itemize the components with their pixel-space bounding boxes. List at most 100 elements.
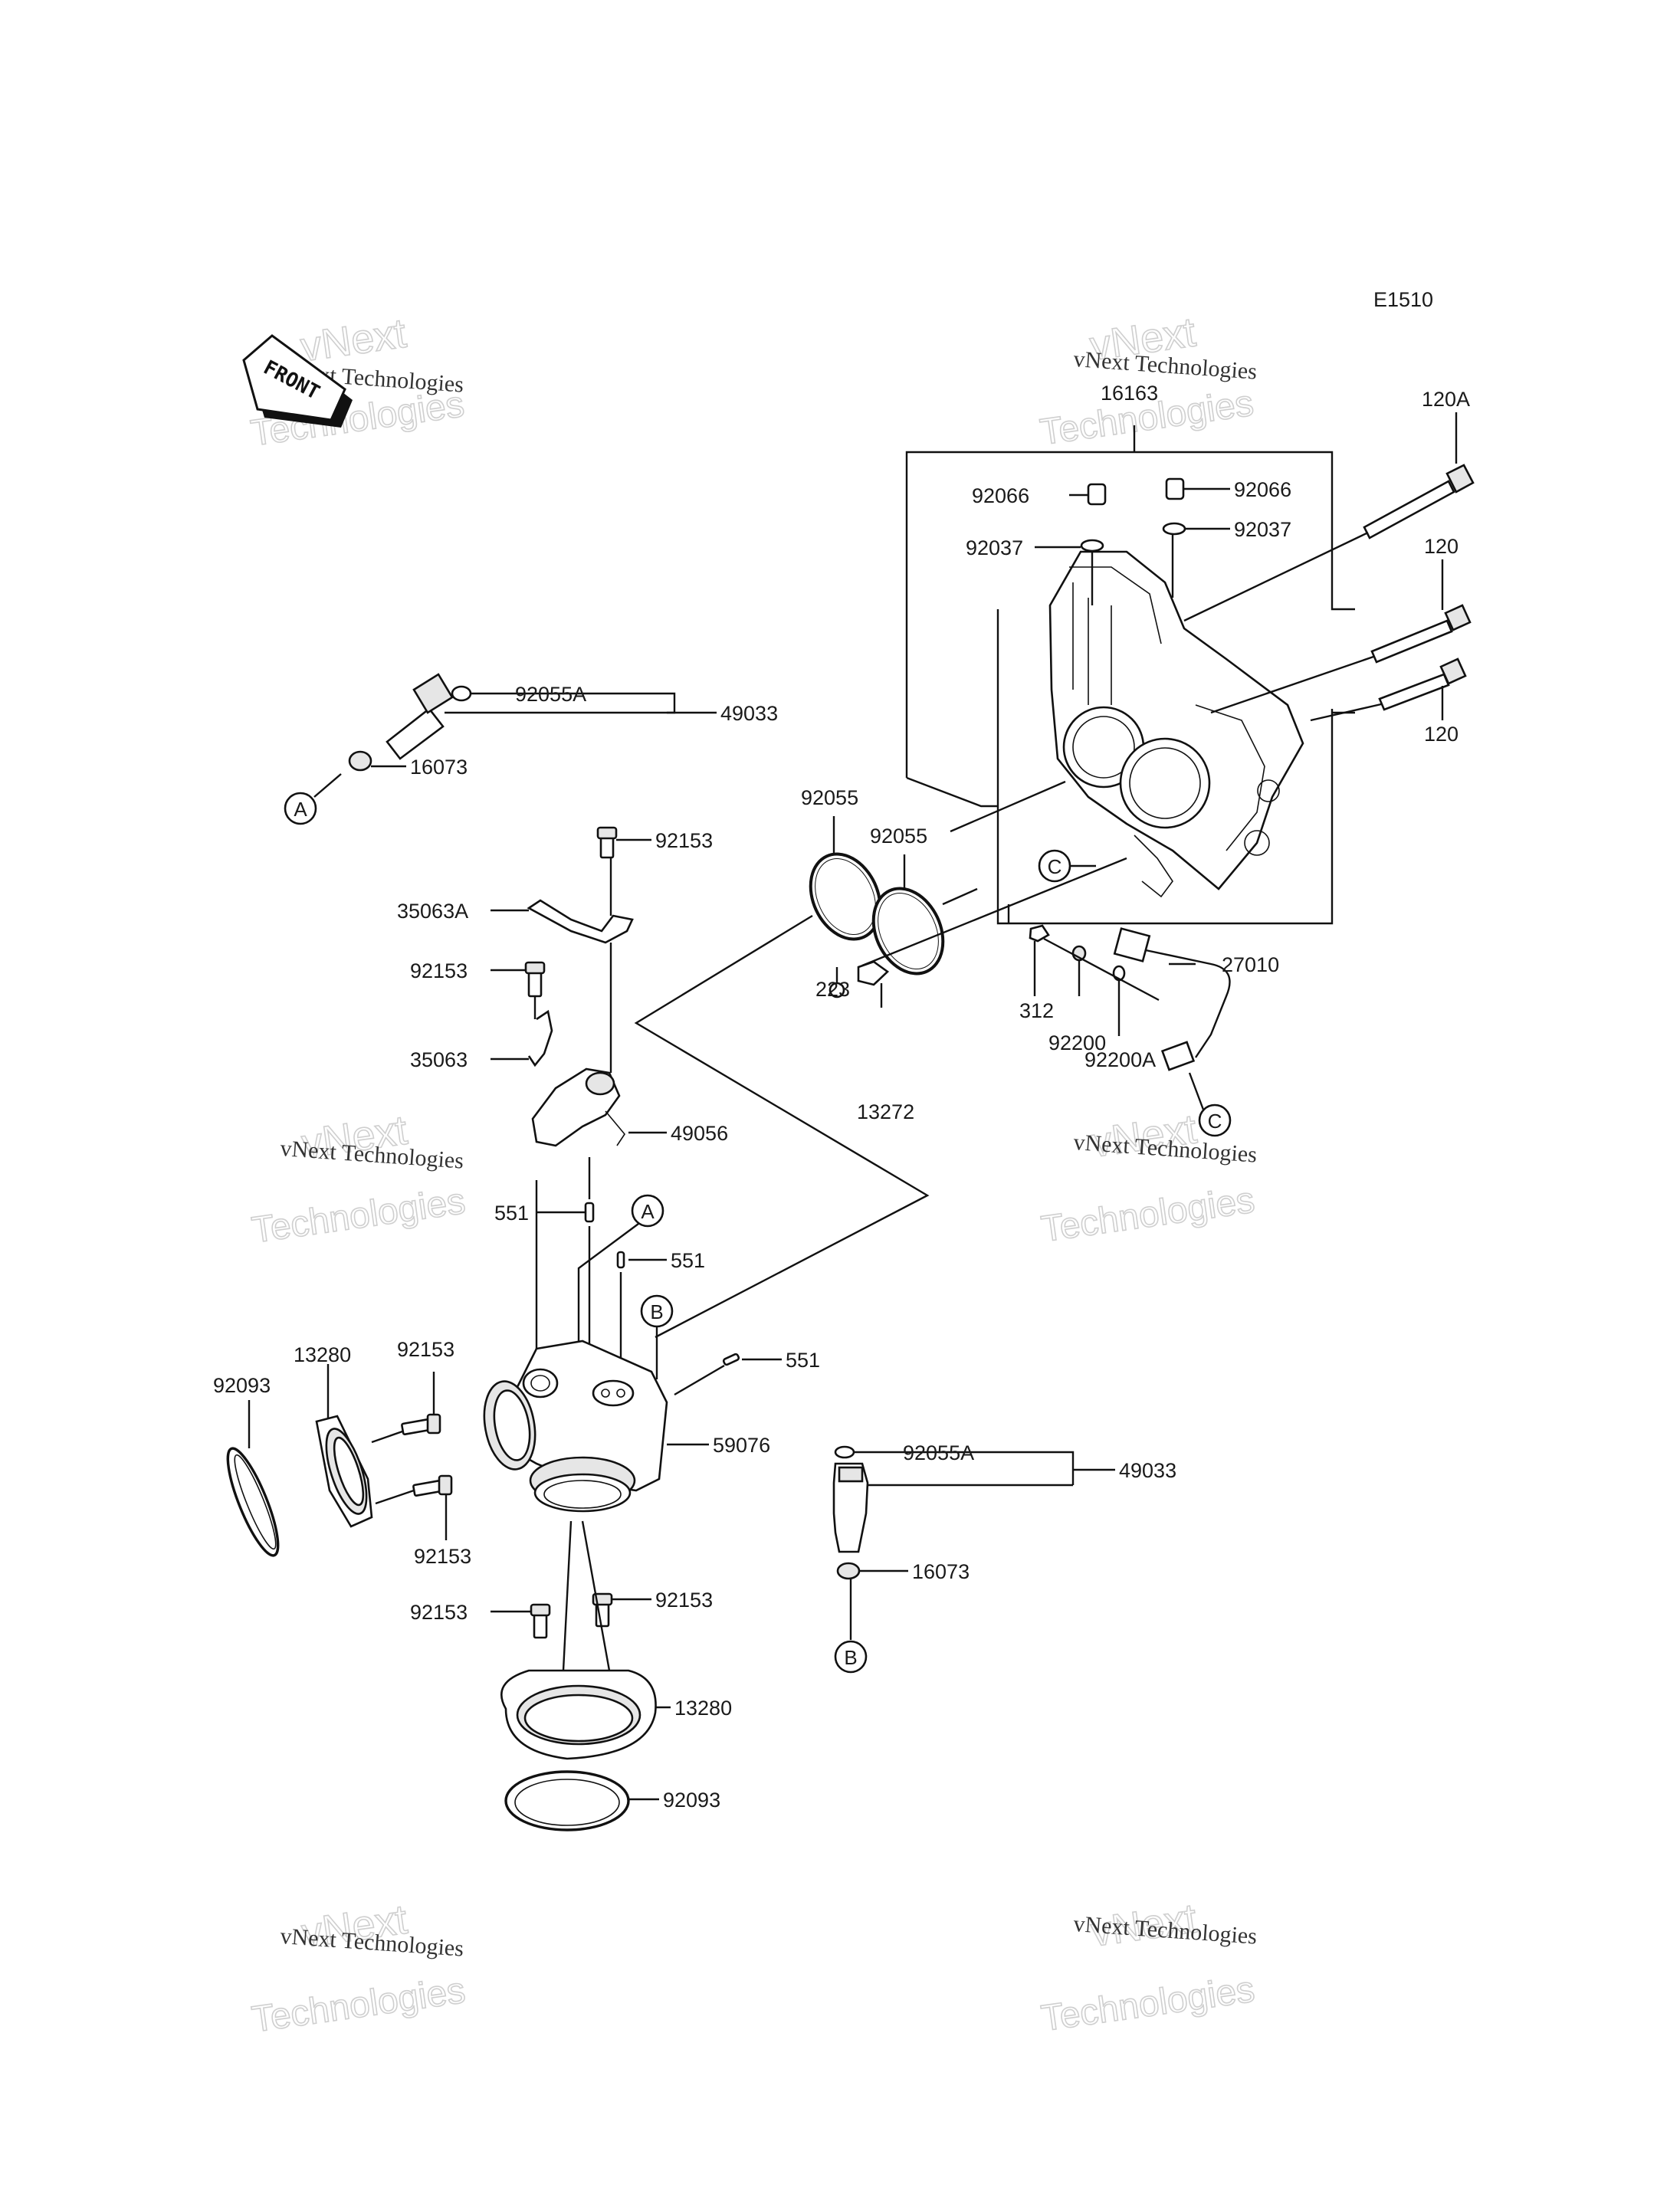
ref-b-upper: B [640, 1294, 674, 1379]
label-59076: 59076 [713, 1434, 770, 1457]
label-92066-left: 92066 [972, 484, 1029, 507]
label-92200: 92200 [1048, 1031, 1106, 1054]
label-27010: 27010 [1222, 953, 1279, 976]
part-labels: 16163 120A 120 120 92066 92066 92037 920… [213, 382, 1470, 1812]
label-92200A: 92200A [1084, 1048, 1156, 1071]
bolt-92153-e [491, 1603, 551, 1639]
label-92037-left: 92037 [966, 536, 1023, 559]
svg-text:Technologies: Technologies [1039, 1969, 1257, 2039]
svg-text:C: C [1048, 855, 1062, 878]
injector-49033-bottom [832, 1445, 1115, 1553]
cap-92066-left [1069, 483, 1107, 506]
bolt-120-lower [1310, 657, 1467, 722]
label-120-lower: 120 [1424, 723, 1459, 746]
label-92066-right: 92066 [1234, 478, 1291, 501]
label-49033-bottom: 49033 [1119, 1459, 1176, 1482]
assembly-box [905, 425, 1355, 925]
label-16073-top: 16073 [410, 756, 468, 779]
nut-312 [1029, 924, 1050, 996]
label-49033-top: 49033 [720, 702, 778, 725]
label-92055-left: 92055 [801, 786, 858, 809]
label-92153-e: 92153 [410, 1601, 468, 1624]
screw-223 [829, 967, 845, 998]
label-120A: 120A [1422, 388, 1470, 411]
label-13280-left: 13280 [294, 1343, 351, 1366]
ref-b-lower: B [834, 1640, 868, 1674]
holder-16073-bottom [836, 1562, 908, 1640]
sensor-49056 [531, 943, 667, 1147]
svg-text:Technologies: Technologies [249, 1181, 468, 1251]
watermark-bottom-right: vNext Technologies [1039, 1894, 1258, 2039]
label-92153-d: 92153 [414, 1545, 471, 1568]
leader-oring-axis [950, 780, 1066, 833]
intake-59076 [483, 1340, 709, 1513]
bracket-13272 [857, 960, 890, 1008]
label-312: 312 [1019, 999, 1054, 1022]
o-ring-92055-left [809, 816, 882, 941]
svg-text:A: A [641, 1200, 655, 1223]
holder-16073-top [313, 750, 406, 798]
bolt-92153-c [401, 1372, 441, 1436]
washer-92200 [1071, 945, 1087, 996]
bolt-92153-a [596, 826, 651, 859]
clamp-92093-left [226, 1400, 280, 1557]
label-551-a: 551 [494, 1202, 529, 1225]
watermark-bottom-left: vNext Technologies [249, 1896, 468, 2041]
svg-text:Technologies: Technologies [249, 1970, 468, 2040]
ref-a-lower: A [577, 1194, 664, 1349]
ref-a-upper: A [284, 792, 317, 825]
bolt-92153-b [491, 961, 546, 1019]
bracket-35063A [491, 858, 634, 944]
svg-text:B: B [650, 1300, 663, 1323]
label-92153-f: 92153 [655, 1589, 713, 1612]
label-92055A-top: 92055A [515, 683, 586, 706]
pin-551-b [616, 1251, 667, 1372]
label-92055A-bottom: 92055A [903, 1441, 974, 1464]
svg-text:Technologies: Technologies [1039, 1180, 1257, 1250]
bolt-92153-d [412, 1474, 453, 1540]
label-92153-b: 92153 [410, 959, 468, 982]
label-92093-bottom: 92093 [663, 1789, 720, 1812]
label-223: 223 [815, 978, 850, 1001]
label-13280-bottom: 13280 [674, 1697, 732, 1720]
ref-c-upper: C [1038, 849, 1096, 883]
bolt-120A [1183, 464, 1475, 622]
bolt-92153-f [592, 1592, 651, 1628]
label-49056: 49056 [671, 1122, 728, 1145]
sensor-27010 [1113, 927, 1231, 1071]
label-92055-right: 92055 [870, 825, 927, 848]
clamp-92093-bottom [504, 1770, 659, 1831]
watermark-text-top-right: vNext Technologies [1073, 346, 1258, 385]
label-16073-bottom: 16073 [912, 1560, 970, 1583]
bracket-35063 [491, 1009, 553, 1067]
holder-13280-bottom [500, 1669, 671, 1760]
ref-c-lower: C [1188, 1072, 1232, 1137]
label-16163: 16163 [1101, 382, 1158, 405]
diagram-code: E1510 [1373, 288, 1433, 311]
label-551-c: 551 [786, 1349, 820, 1372]
label-551-b: 551 [671, 1249, 705, 1272]
injector-49033-top [386, 673, 676, 760]
throttle-body-assembly [1048, 550, 1304, 898]
watermark-text-mid-left: vNext Technologies [280, 1136, 465, 1174]
leader-intake-axis [634, 914, 930, 1339]
label-92153-c: 92153 [397, 1338, 454, 1361]
label-92153-a: 92153 [655, 829, 713, 852]
label-13272: 13272 [857, 1100, 914, 1123]
pin-551-a [536, 1157, 595, 1349]
label-120-upper: 120 [1424, 535, 1459, 558]
svg-text:A: A [294, 798, 307, 821]
o-ring-92055-right [871, 854, 945, 976]
front-arrow-icon: FRONT [242, 334, 353, 428]
clip-92037-left [1035, 539, 1104, 605]
svg-text:B: B [844, 1646, 857, 1669]
label-92093-left: 92093 [213, 1374, 271, 1397]
cap-92066-right [1165, 477, 1230, 500]
clip-92037-right [1162, 522, 1230, 598]
label-92037-right: 92037 [1234, 518, 1291, 541]
watermark-mid-left: vNext Technologies [249, 1107, 468, 1251]
label-35063A: 35063A [397, 900, 468, 923]
holder-13280-left [315, 1364, 373, 1528]
label-35063: 35063 [410, 1048, 468, 1071]
